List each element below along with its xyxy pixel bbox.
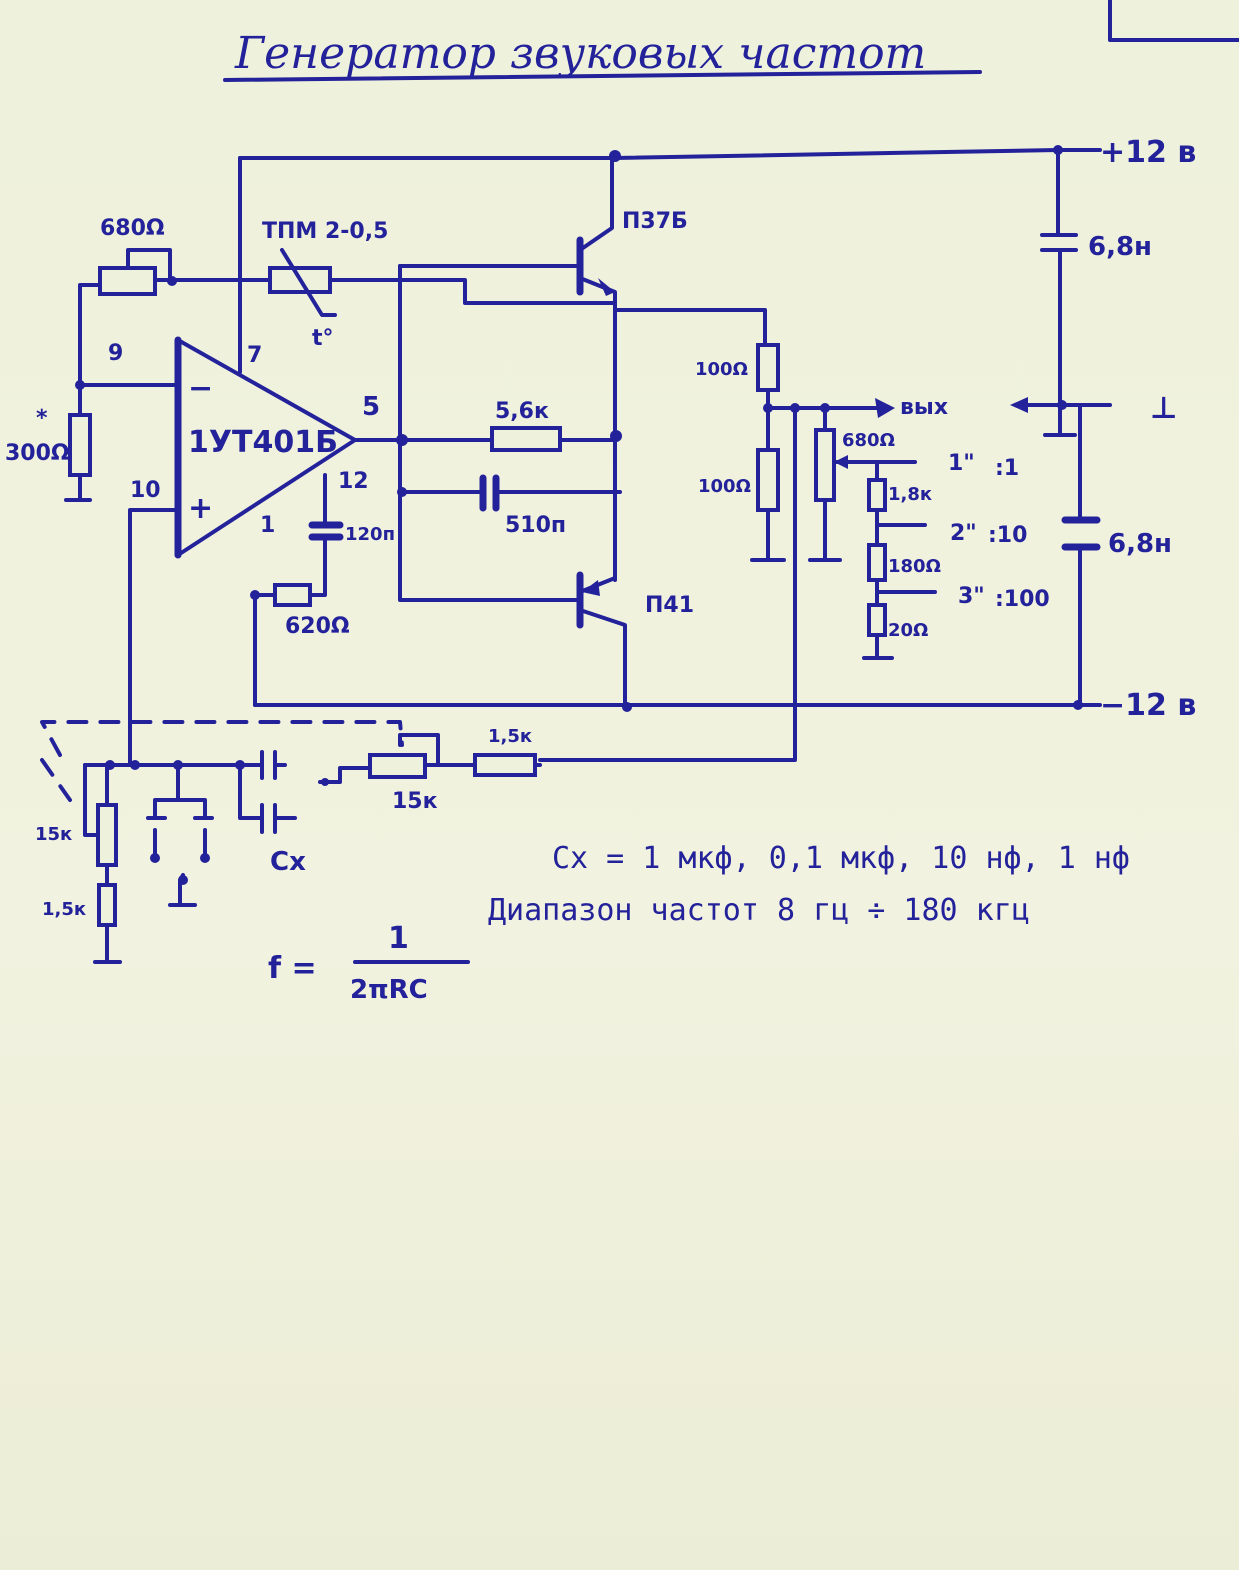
opamp-minus: − [188, 371, 213, 406]
att-pos-1: 1" [948, 451, 975, 476]
pot680-label: 680Ω [842, 430, 895, 451]
r15k-left-label: 1,5к [42, 899, 86, 920]
att-ratio-2: :10 [988, 523, 1027, 548]
cx-values-note: Cx = 1 мкф, 0,1 мкф, 10 нф, 1 нф [552, 841, 1130, 876]
ground-terminal-label: ⊥ [1150, 391, 1177, 426]
minus-12v-label: −12 в [1100, 688, 1196, 723]
output-label: вых [900, 395, 948, 420]
r56k-label: 5,6к [495, 399, 549, 424]
transistor-p37b-label: П37Б [622, 209, 688, 234]
output-divider: 100Ω 100Ω вых 680Ω 1,8к 180Ω 20Ω 1" :1 2… [538, 343, 1050, 762]
opamp-label: 1УТ401Б [188, 425, 338, 460]
r300-label: 300Ω [5, 441, 70, 466]
r300-mark: * [36, 406, 48, 431]
formula-lhs: f = [268, 951, 317, 986]
thermistor-temp-label: t° [312, 326, 334, 351]
c68-lower-label: 6,8н [1108, 529, 1172, 559]
formula: f = 1 2πRC [268, 921, 470, 1005]
r100-upper-label: 100Ω [695, 359, 748, 380]
output-stage: 5,6к 510п П37Б П41 120п 620Ω [250, 156, 767, 707]
formula-numerator: 1 [388, 921, 409, 956]
page-corner-mark [1108, 0, 1239, 42]
plus-rail: +12 в [238, 135, 1196, 170]
att-pos-2: 2" [950, 521, 977, 546]
att-ratio-3: :100 [995, 587, 1050, 612]
frequency-network: 15к 1,5к Cx 15к 1,5к [35, 720, 542, 964]
title: Генератор звуковых частот [234, 28, 926, 79]
plus-12v-label: +12 в [1100, 135, 1196, 170]
r680-top-label: 680Ω [100, 216, 165, 241]
c68-upper-label: 6,8н [1088, 232, 1152, 262]
r180-label: 180Ω [888, 556, 941, 577]
att-pos-3: 3" [958, 584, 985, 609]
r15k-mid-label: 1,5к [488, 726, 532, 747]
title-underline [223, 70, 982, 82]
pin-9-label: 9 [108, 341, 123, 366]
pin10-wire [128, 508, 180, 767]
pin-10-label: 10 [130, 478, 161, 503]
opamp-plus: + [188, 491, 213, 526]
opamp: 1УТ401Б − + 9 10 7 5 12 1 [108, 336, 380, 559]
supply-caps: 6,8н ⊥ 6,8н [1010, 148, 1177, 707]
pot15k-left-label: 15к [35, 824, 72, 845]
r18k-label: 1,8к [888, 484, 932, 505]
pin-7-label: 7 [247, 343, 262, 368]
c510-label: 510п [505, 513, 566, 538]
r620-label: 620Ω [285, 614, 350, 639]
minus-rail: −12 в [253, 688, 1196, 723]
r20-label: 20Ω [888, 620, 928, 641]
thermistor-label: ТПМ 2-0,5 [262, 219, 388, 244]
c120-label: 120п [345, 524, 395, 545]
pot15k-mid-label: 15к [392, 789, 438, 814]
cx-label: Cx [270, 847, 306, 877]
pin-1-label: 1 [260, 513, 275, 538]
feedback-top: 680Ω ТПМ 2-0,5 t° [78, 216, 617, 387]
resistor-300: 300Ω * [5, 383, 92, 502]
transistor-p41-label: П41 [645, 593, 694, 618]
pin-12-label: 12 [338, 469, 369, 494]
formula-denominator: 2πRC [350, 975, 428, 1005]
frequency-range-note: Диапазон частот 8 гц ÷ 180 кгц [488, 893, 1030, 928]
r100-lower-label: 100Ω [698, 476, 751, 497]
att-ratio-1: :1 [995, 456, 1019, 481]
pin-5-label: 5 [362, 392, 380, 422]
